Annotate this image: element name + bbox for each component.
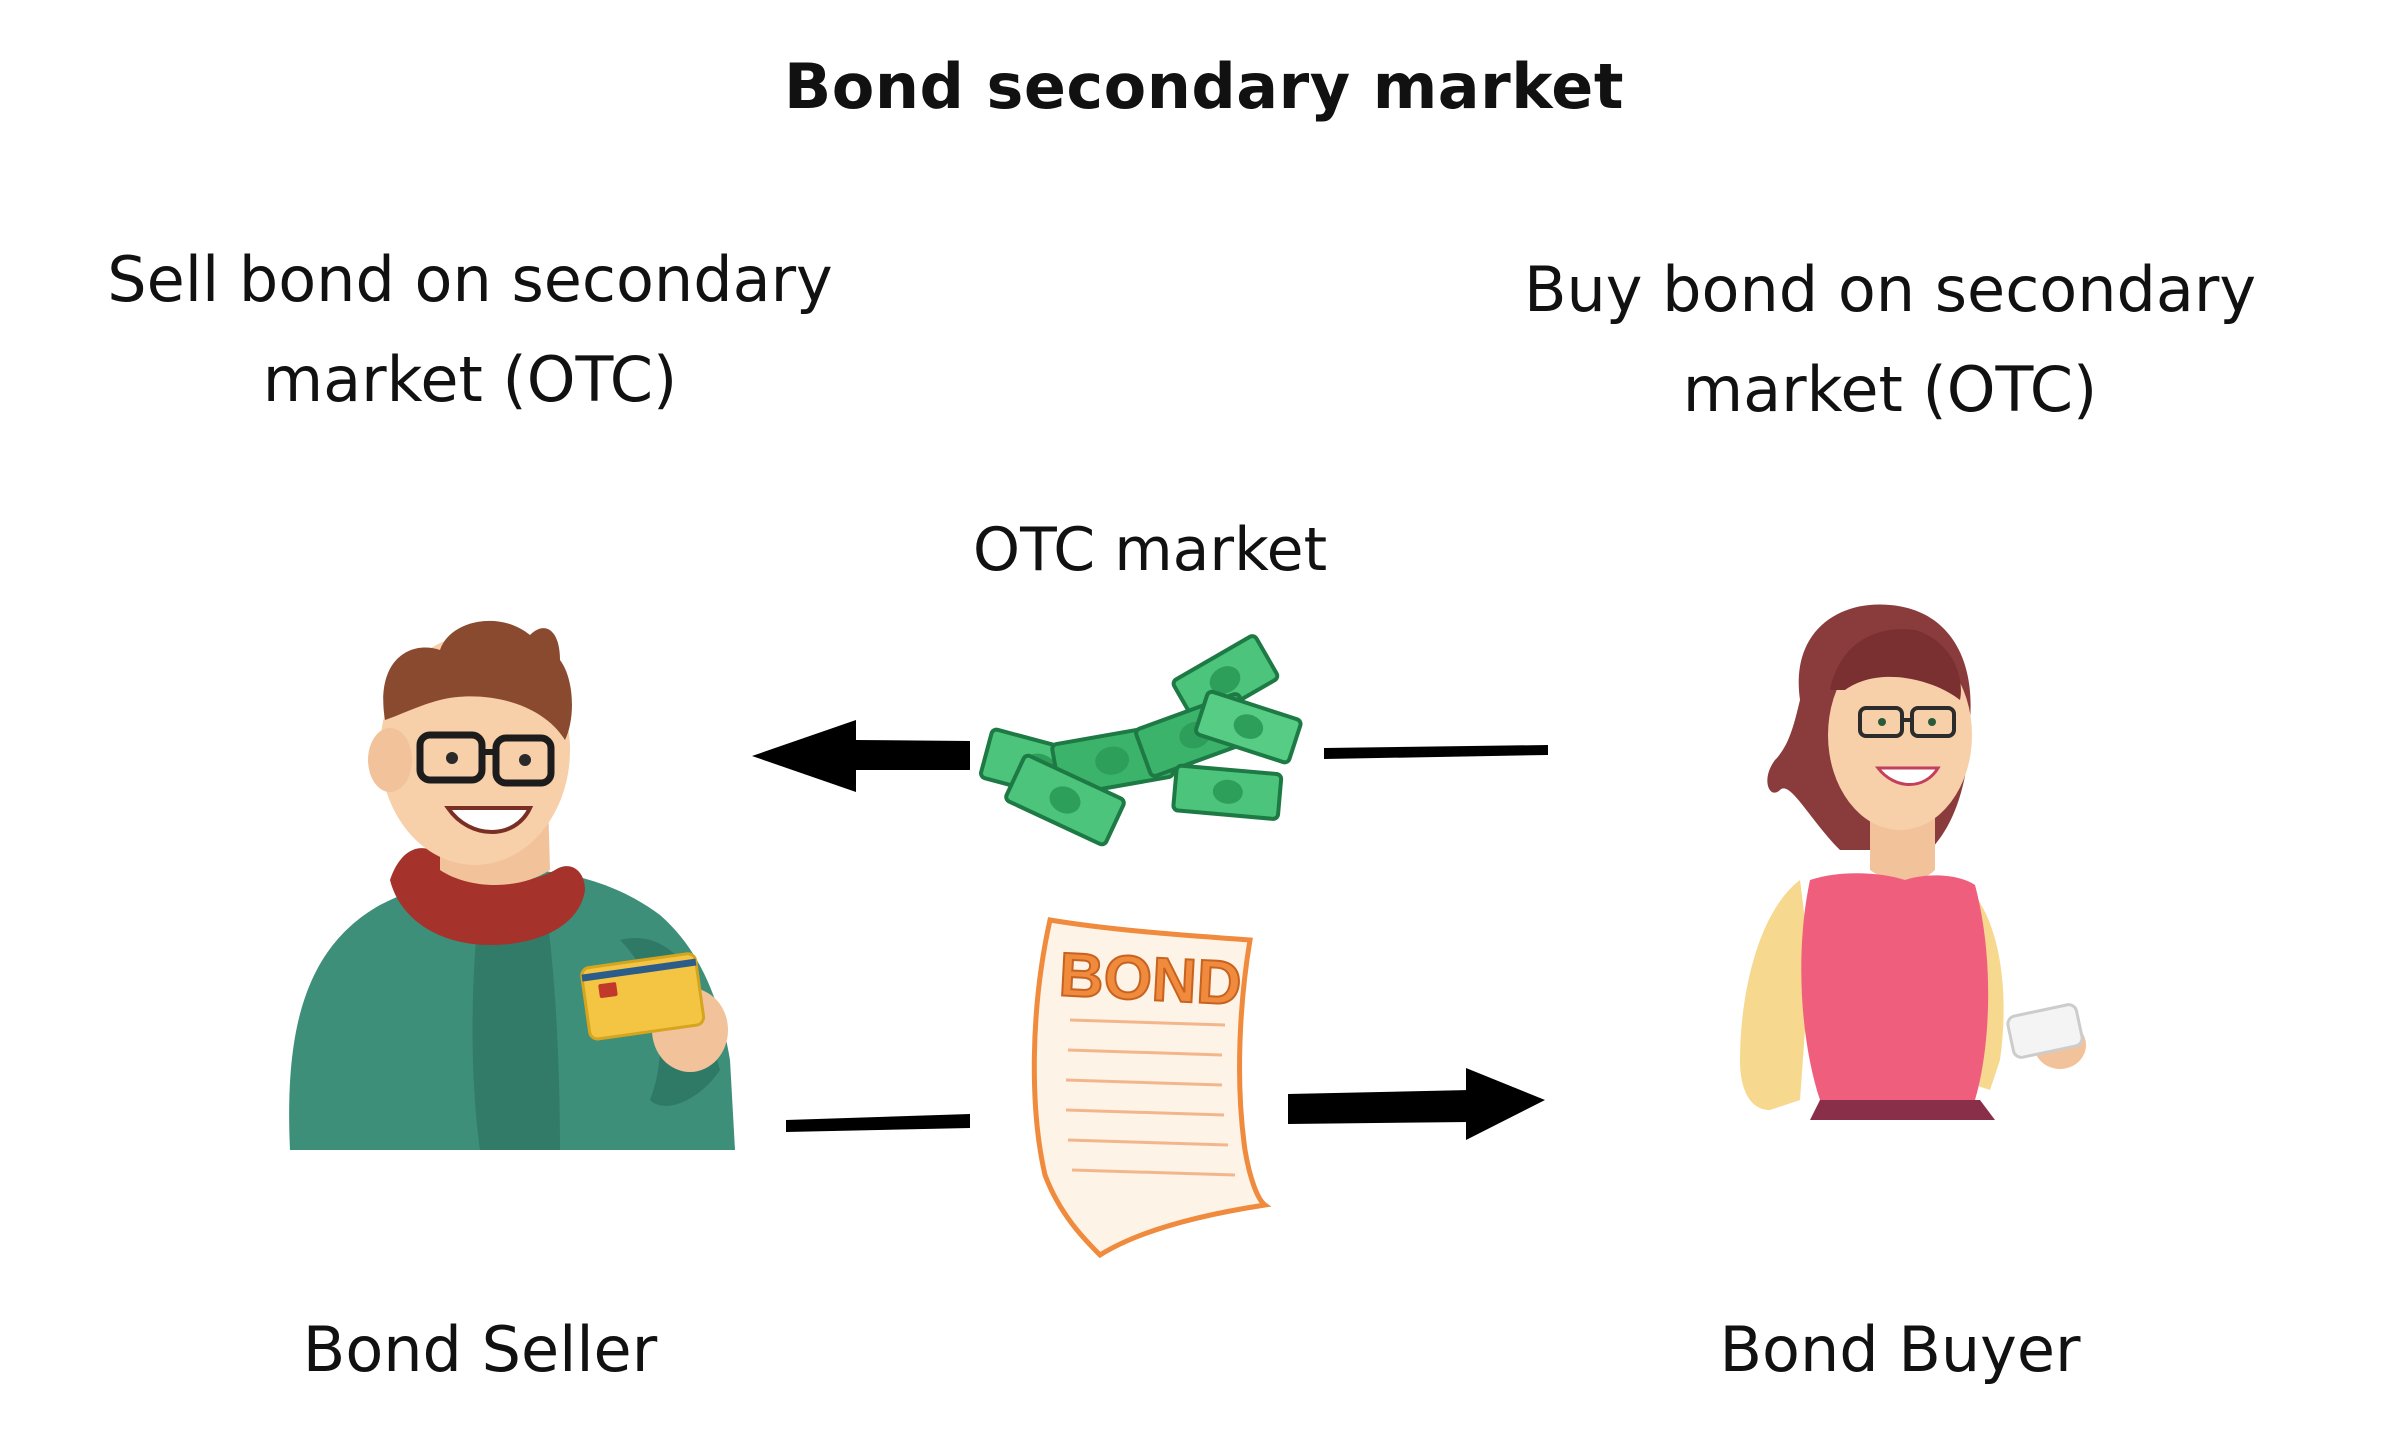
seller-glasses-right (492, 734, 555, 787)
bond-flow-arrow (786, 1068, 1545, 1140)
money-arrow-tail (1324, 745, 1548, 759)
buyer-caption-line1: Buy bond on secondary (1523, 253, 2257, 326)
buyer-skirt (1810, 1100, 1995, 1120)
seller-caption-line2: market (OTC) (262, 343, 678, 416)
money-arrow-shaft (855, 740, 970, 770)
seller-figure (289, 620, 735, 1150)
buyer-caption: Buy bond on secondary market (OTC) (1480, 240, 2300, 440)
buyer-name: Bond Buyer (1719, 1313, 2081, 1386)
otc-market-label: OTC market (972, 515, 1328, 585)
buyer-smile (1874, 766, 1941, 786)
seller-smile (444, 806, 534, 834)
bond-document-label: BOND (1057, 940, 1243, 1018)
seller-sweater-shade (472, 900, 560, 1150)
seller-hair (383, 620, 572, 740)
seller-name: Bond Seller (302, 1313, 658, 1386)
money-flow-arrow (752, 720, 1548, 792)
money-arrow-head (752, 720, 856, 792)
bond-certificate-icon: BOND (1031, 917, 1272, 1259)
buyer-top (1801, 873, 1989, 1100)
cash-stack-icon (979, 634, 1303, 847)
diagram-title: Bond secondary market (784, 50, 1624, 123)
credit-card-icon (580, 952, 706, 1041)
bond-arrow-shaft (1288, 1090, 1470, 1124)
seller-scarf (390, 848, 585, 945)
seller-ear (368, 728, 412, 792)
bond-arrow-tail (786, 1114, 970, 1132)
buyer-caption-line2: market (OTC) (1682, 353, 2098, 426)
bond-arrow-head (1466, 1068, 1545, 1140)
buyer-figure (1740, 604, 2086, 1120)
buyer-hair-front (1830, 629, 1961, 700)
seller-caption-line1: Sell bond on secondary (107, 243, 833, 316)
seller-caption: Sell bond on secondary market (OTC) (80, 230, 860, 430)
seller-glasses-left (416, 731, 486, 784)
buyer-left-sleeve (1740, 880, 1810, 1110)
phone-icon (2006, 1003, 2084, 1059)
